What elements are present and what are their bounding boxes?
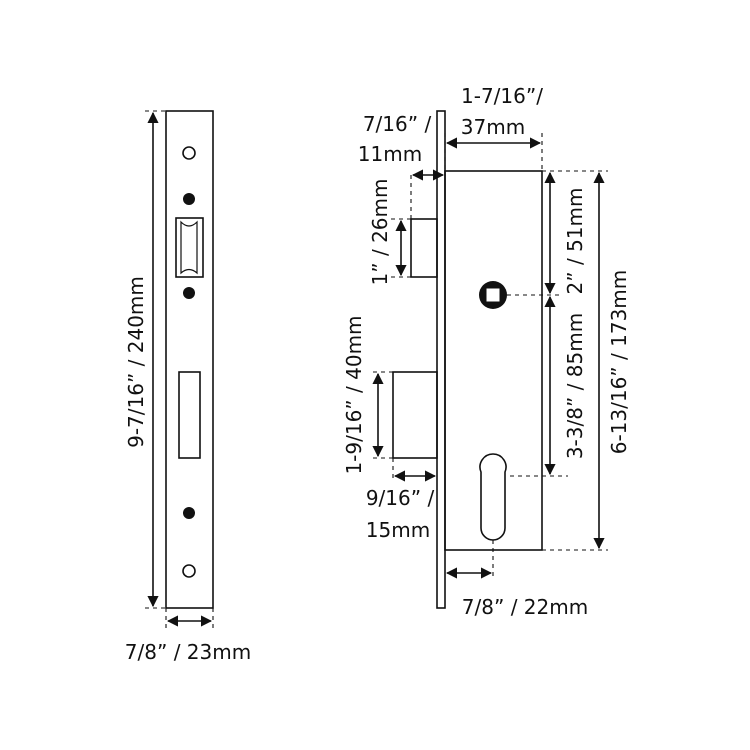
spindle-to-top-label: 2” / 51mm <box>563 188 587 295</box>
latch-bolt <box>410 218 438 278</box>
backset-label-line1: 1-7/16”/ <box>461 84 543 108</box>
latch-height-dimension: 1” / 26mm <box>368 179 411 286</box>
faceplate-deadbolt-opening <box>178 371 201 459</box>
deadbolt-throw-line1: 9/16” / <box>366 486 435 510</box>
faceplate <box>165 110 214 609</box>
faceplate-thickness-dimension: 7/16” / 11mm <box>358 112 445 220</box>
deadbolt-height-dimension: 1-9/16” / 40mm <box>342 315 393 475</box>
faceplate-width-label: 7/8” / 23mm <box>125 640 251 664</box>
faceplate-latch-opening <box>175 217 204 278</box>
body-case <box>444 170 543 551</box>
faceplate-screw-1 <box>183 193 195 205</box>
deadbolt-throw-dimension: 9/16” / 15mm <box>366 458 437 542</box>
faceplate-outline <box>165 110 214 609</box>
deadbolt-throw-line2: 15mm <box>366 518 430 542</box>
faceplate-width-dimension: 7/8” / 23mm <box>125 608 251 664</box>
side-faceplate <box>436 110 446 609</box>
cylinder-offset-dimension: 7/8” / 22mm <box>445 540 588 619</box>
backset-label-line2: 37mm <box>461 115 525 139</box>
faceplate-thickness-line2: 11mm <box>358 142 422 166</box>
faceplate-screw-2 <box>183 287 195 299</box>
backset-dimension: 1-7/16”/ 37mm <box>444 84 543 171</box>
faceplate-thickness-line1: 7/16” / <box>363 112 432 136</box>
deadbolt-height-label: 1-9/16” / 40mm <box>342 315 366 474</box>
faceplate-height-dimension: 9-7/16” / 240mm <box>124 110 166 609</box>
cylinder-offset-label: 7/8” / 22mm <box>462 595 588 619</box>
faceplate-top-hole <box>182 146 196 160</box>
right-side-dimensions: 2” / 51mm 3-3/8” / 85mm 6-13/16” / 173mm <box>507 170 631 551</box>
faceplate-height-label: 9-7/16” / 240mm <box>124 276 148 448</box>
faceplate-bottom-hole <box>182 564 196 578</box>
faceplate-screw-3 <box>183 507 195 519</box>
spindle-to-cylinder-label: 3-3/8” / 85mm <box>563 313 587 459</box>
latch-height-label: 1” / 26mm <box>368 179 392 286</box>
cylinder-cutout <box>479 453 507 541</box>
body-height-label: 6-13/16” / 173mm <box>607 270 631 455</box>
deadbolt <box>392 371 438 459</box>
spindle-hole <box>479 281 507 309</box>
